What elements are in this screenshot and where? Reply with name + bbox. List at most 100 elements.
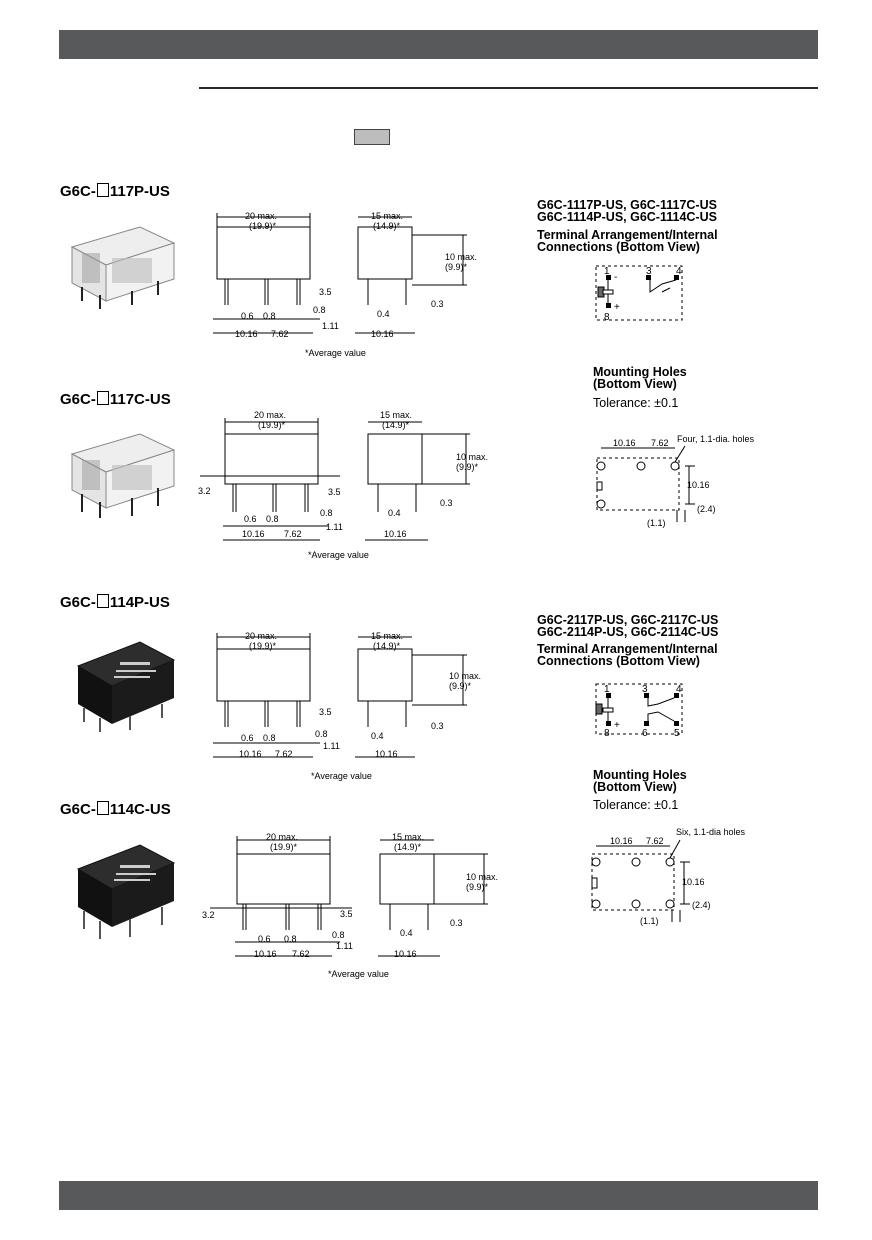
dim-pitch-a: 10.16 bbox=[235, 329, 258, 339]
dim-depth-avg: (14.9)* bbox=[394, 842, 422, 852]
holes-label: Six, 1.1-dia holes bbox=[676, 827, 746, 837]
dim-pitch-a: 10.16 bbox=[242, 529, 265, 539]
group1-tolerance: Tolerance: ±0.1 bbox=[593, 396, 679, 410]
group2-tolerance: Tolerance: ±0.1 bbox=[593, 798, 679, 812]
group2-models: G6C-2117P-US, G6C-2117C-US G6C-2114P-US,… bbox=[537, 613, 719, 639]
average-note: *Average value bbox=[311, 771, 372, 781]
hole-dim-e: (1.1) bbox=[647, 518, 666, 528]
dim-side-pin: 0.4 bbox=[388, 508, 401, 518]
hole-dim-d: (2.4) bbox=[697, 504, 716, 514]
dim-pitch-b: 7.62 bbox=[292, 949, 310, 959]
terminal-diagram-1: 1 3 4 8 - + bbox=[595, 265, 683, 323]
dim-offset: 1.11 bbox=[326, 522, 343, 532]
polarity-minus: - bbox=[614, 272, 617, 283]
placeholder-box-icon bbox=[96, 183, 109, 197]
pin-label-3: 3 bbox=[646, 266, 652, 277]
relay-photo-clear-1 bbox=[70, 226, 176, 309]
header-bar bbox=[59, 30, 818, 59]
dim-pin-width-3: 0.8 bbox=[320, 508, 333, 518]
dim-height-max: 10 max. bbox=[445, 252, 477, 262]
dimension-drawing-3: 20 max. (19.9)* 15 max. (14.9)* 10 max. … bbox=[213, 631, 481, 781]
dim-side-pin: 0.4 bbox=[400, 928, 413, 938]
polarity-plus: + bbox=[614, 302, 620, 313]
average-note: *Average value bbox=[305, 348, 366, 358]
dim-pin-width-3: 0.8 bbox=[332, 930, 345, 940]
holes-label: Four, 1.1-dia. holes bbox=[677, 434, 755, 444]
model-title-1: G6C-117P-US bbox=[60, 183, 170, 200]
dim-pitch-b: 7.62 bbox=[271, 329, 289, 339]
group1-mount-title: Mounting Holes (Bottom View) bbox=[593, 365, 687, 391]
model-title-4: G6C-114C-US bbox=[60, 801, 171, 818]
dim-height-max: 10 max. bbox=[466, 872, 498, 882]
dim-pitch-a: 10.16 bbox=[254, 949, 277, 959]
average-note: *Average value bbox=[328, 969, 389, 979]
relay-photo-black-2 bbox=[76, 844, 176, 939]
dim-pin-length: 3.5 bbox=[340, 909, 353, 919]
relay-photo-black-1 bbox=[76, 641, 176, 732]
dim-pin-width-2: 0.8 bbox=[263, 311, 276, 321]
dim-pitch-b: 7.62 bbox=[284, 529, 302, 539]
dim-side-pitch: 10.16 bbox=[375, 749, 398, 759]
pin-label-3: 3 bbox=[642, 684, 648, 695]
dim-pin-length: 3.5 bbox=[319, 707, 332, 717]
relay-photo-clear-2 bbox=[70, 433, 176, 518]
pin-label-4: 4 bbox=[676, 266, 682, 277]
dim-pin-width-2: 0.8 bbox=[263, 733, 276, 743]
pin-label-6: 6 bbox=[642, 728, 648, 739]
dimension-drawing-4: 3.2 20 max. (19.9)* 15 max. (14.9)* 10 m… bbox=[202, 832, 498, 979]
mounting-holes-diagram-2: 10.16 7.62 Six, 1.1-dia holes 10.16 (2.4… bbox=[591, 827, 746, 926]
dim-depth-avg: (14.9)* bbox=[373, 221, 401, 231]
group2-mount-title: Mounting Holes (Bottom View) bbox=[593, 768, 687, 794]
hole-dim-a: 10.16 bbox=[610, 836, 633, 846]
hole-dim-b: 7.62 bbox=[651, 438, 669, 448]
group2-terminal-title: Terminal Arrangement/Internal Connection… bbox=[537, 642, 718, 668]
polarity-plus: + bbox=[614, 720, 620, 731]
mounting-holes-diagram-1: 10.16 7.62 Four, 1.1-dia. holes 10.16 (2… bbox=[596, 434, 755, 528]
dim-pin-width-2: 0.8 bbox=[266, 514, 279, 524]
group1-models: G6C-1117P-US, G6C-1117C-US G6C-1114P-US,… bbox=[537, 198, 717, 224]
dim-height-avg: (9.9)* bbox=[449, 681, 472, 691]
dim-pcb-step: 3.2 bbox=[202, 910, 215, 920]
dim-offset: 1.11 bbox=[323, 741, 340, 751]
footer-bar bbox=[59, 1181, 818, 1210]
pin-label-8: 8 bbox=[604, 312, 610, 323]
dim-width-max: 20 max. bbox=[254, 410, 286, 420]
dim-side-pitch: 10.16 bbox=[384, 529, 407, 539]
dimension-drawing-2: 3.2 20 max. (19.9)* 15 max. (14.9)* 10 m… bbox=[198, 410, 488, 560]
model-title-3: G6C-114P-US bbox=[60, 594, 170, 611]
dim-width-avg: (19.9)* bbox=[258, 420, 286, 430]
pin-label-5: 5 bbox=[674, 728, 680, 739]
model-title-2: G6C-117C-US bbox=[60, 391, 171, 408]
dim-offset: 1.11 bbox=[336, 941, 353, 951]
dim-width-max: 20 max. bbox=[245, 211, 277, 221]
dim-pin-width-3: 0.8 bbox=[313, 305, 326, 315]
hole-dim-e: (1.1) bbox=[640, 916, 659, 926]
dim-depth-max: 15 max. bbox=[371, 631, 403, 641]
placeholder-box-icon bbox=[96, 801, 109, 815]
dim-depth-avg: (14.9)* bbox=[373, 641, 401, 651]
dim-width-avg: (19.9)* bbox=[270, 842, 298, 852]
pin-label-1: 1 bbox=[604, 266, 610, 277]
dim-pin-length: 3.5 bbox=[319, 287, 332, 297]
dim-pin-width-2: 0.8 bbox=[284, 934, 297, 944]
dim-thickness: 0.3 bbox=[440, 498, 453, 508]
dim-width-max: 20 max. bbox=[266, 832, 298, 842]
dim-pin-width-1: 0.6 bbox=[241, 311, 254, 321]
dim-depth-avg: (14.9)* bbox=[382, 420, 410, 430]
dim-width-avg: (19.9)* bbox=[249, 641, 277, 651]
dim-depth-max: 15 max. bbox=[371, 211, 403, 221]
dim-side-pitch: 10.16 bbox=[371, 329, 394, 339]
dim-pin-length: 3.5 bbox=[328, 487, 341, 497]
dim-depth-max: 15 max. bbox=[392, 832, 424, 842]
dim-pitch-b: 7.62 bbox=[275, 749, 293, 759]
dim-thickness: 0.3 bbox=[450, 918, 463, 928]
dim-pitch-a: 10.16 bbox=[239, 749, 262, 759]
dim-pin-width-3: 0.8 bbox=[315, 729, 328, 739]
dim-height-avg: (9.9)* bbox=[445, 262, 468, 272]
dim-thickness: 0.3 bbox=[431, 299, 444, 309]
dim-height-max: 10 max. bbox=[449, 671, 481, 681]
dim-side-pin: 0.4 bbox=[371, 731, 384, 741]
dim-height-max: 10 max. bbox=[456, 452, 488, 462]
pin-label-8: 8 bbox=[604, 728, 610, 739]
dimension-drawing-1: 20 max. (19.9)* 15 max. (14.9)* 10 max. … bbox=[213, 211, 477, 358]
